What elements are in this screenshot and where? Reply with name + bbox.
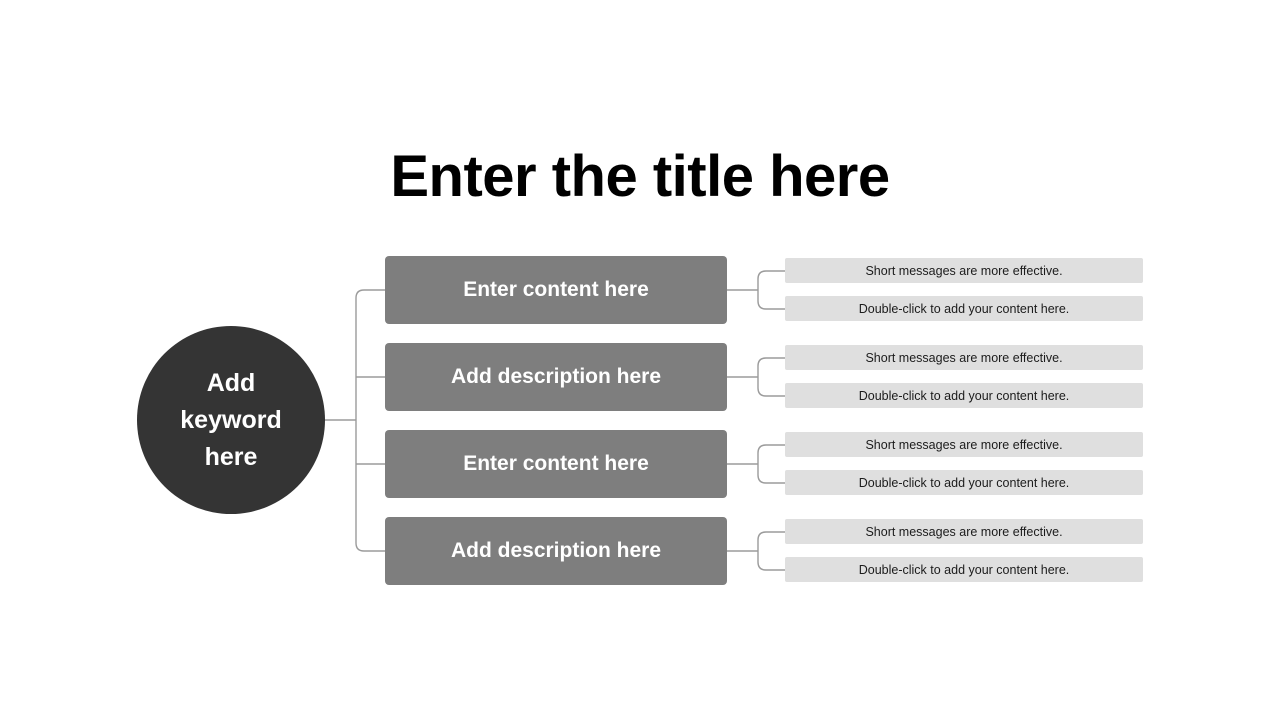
branch-node-label: Add description here bbox=[450, 365, 662, 388]
root-node-label: Add keyword here bbox=[180, 368, 282, 471]
branch-node-3[interactable]: Enter content here bbox=[385, 430, 727, 498]
leaf-node-label: Double-click to add your content here. bbox=[858, 301, 1070, 316]
branch-node-1[interactable]: Enter content here bbox=[385, 256, 727, 324]
leaf-node-label: Short messages are more effective. bbox=[865, 437, 1063, 452]
leaf-node-label: Double-click to add your content here. bbox=[858, 562, 1070, 577]
leaf-node-1-2[interactable]: Double-click to add your content here. bbox=[785, 296, 1143, 321]
branch-node-label: Add description here bbox=[450, 539, 662, 562]
branch-node-label: Enter content here bbox=[463, 452, 649, 475]
leaf-node-3-2[interactable]: Double-click to add your content here. bbox=[785, 470, 1143, 495]
leaf-node-label: Double-click to add your content here. bbox=[858, 475, 1070, 490]
leaf-node-label: Double-click to add your content here. bbox=[858, 388, 1070, 403]
connector-leaf-bracket-4 bbox=[757, 531, 785, 571]
leaf-node-4-1[interactable]: Short messages are more effective. bbox=[785, 519, 1143, 544]
leaf-node-label: Short messages are more effective. bbox=[865, 524, 1063, 539]
leaf-node-1-1[interactable]: Short messages are more effective. bbox=[785, 258, 1143, 283]
leaf-node-2-2[interactable]: Double-click to add your content here. bbox=[785, 383, 1143, 408]
leaf-node-label: Short messages are more effective. bbox=[865, 263, 1063, 278]
connector-spine bbox=[355, 289, 385, 552]
branch-node-2[interactable]: Add description here bbox=[385, 343, 727, 411]
connector-leaf-bracket-3 bbox=[757, 444, 785, 484]
leaf-node-label: Short messages are more effective. bbox=[865, 350, 1063, 365]
branch-node-4[interactable]: Add description here bbox=[385, 517, 727, 585]
connector-leaf-bracket-1 bbox=[757, 270, 785, 310]
root-node[interactable]: Add keyword here bbox=[137, 326, 325, 514]
leaf-node-2-1[interactable]: Short messages are more effective. bbox=[785, 345, 1143, 370]
page-title[interactable]: Enter the title here bbox=[390, 144, 890, 209]
leaf-node-4-2[interactable]: Double-click to add your content here. bbox=[785, 557, 1143, 582]
leaf-node-3-1[interactable]: Short messages are more effective. bbox=[785, 432, 1143, 457]
branch-node-label: Enter content here bbox=[463, 278, 649, 301]
connector-leaf-bracket-2 bbox=[757, 357, 785, 397]
